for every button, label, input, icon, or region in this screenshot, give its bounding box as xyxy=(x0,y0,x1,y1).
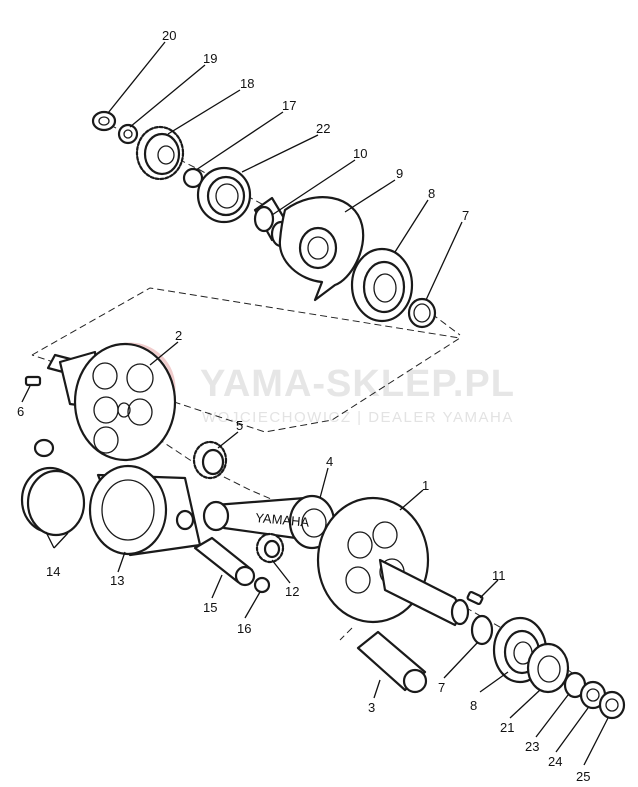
part-21-oil-seal xyxy=(526,642,570,694)
callout-5: 5 xyxy=(236,418,243,433)
pin-axis xyxy=(339,627,353,641)
callout-15: 15 xyxy=(203,600,217,615)
leader-lines xyxy=(21,41,609,766)
callout-labels: 20 19 18 17 22 10 9 8 7 2 6 5 4 1 14 13 … xyxy=(17,28,590,784)
callout-4: 4 xyxy=(326,454,333,469)
crankcase-outline xyxy=(31,287,462,433)
part-18-gear xyxy=(135,125,185,181)
part-22-oil-seal xyxy=(196,166,252,224)
callout-8-upper: 8 xyxy=(428,186,435,201)
callout-11: 11 xyxy=(492,568,506,583)
part-11-key xyxy=(466,590,484,606)
callout-1: 1 xyxy=(422,478,429,493)
part-19-washer xyxy=(117,123,139,145)
callout-23: 23 xyxy=(525,739,539,754)
callout-25: 25 xyxy=(576,769,590,784)
watermark-brand: YAMA-SKLEP.PL xyxy=(200,363,515,405)
part-8-bearing-upper xyxy=(350,247,414,323)
callout-21: 21 xyxy=(500,720,514,735)
watermark-tagline: WOJCIECHOWICZ | DEALER YAMAHA xyxy=(202,409,514,426)
part-25-nut xyxy=(598,690,626,720)
part-13-piston xyxy=(88,464,202,557)
callout-9: 9 xyxy=(396,166,403,181)
part-6-key xyxy=(24,375,42,387)
part-2-crank-half xyxy=(46,342,177,462)
callout-8-lower: 8 xyxy=(470,698,477,713)
upper-axis xyxy=(99,119,461,336)
callout-24: 24 xyxy=(548,754,562,769)
callout-20: 20 xyxy=(162,28,176,43)
rod-stamp: YAMAHA xyxy=(255,510,310,530)
callout-17: 17 xyxy=(282,98,296,113)
callout-12: 12 xyxy=(285,584,299,599)
callout-13: 13 xyxy=(110,573,124,588)
part-5-needle-bearing xyxy=(192,440,228,480)
part-16-pin-clip xyxy=(253,576,271,594)
part-15-piston-pin xyxy=(193,536,256,587)
part-1-crank-half xyxy=(316,496,470,627)
callout-19: 19 xyxy=(203,51,217,66)
callout-7-lower: 7 xyxy=(438,680,445,695)
part-3-crank-pin xyxy=(356,630,428,694)
part-7-circlip-upper xyxy=(407,297,437,329)
part-20-nut xyxy=(91,110,117,132)
callout-6: 6 xyxy=(17,404,24,419)
part-14-piston-rings xyxy=(20,438,86,537)
callout-3: 3 xyxy=(368,700,375,715)
callout-7-upper: 7 xyxy=(462,208,469,223)
callout-22: 22 xyxy=(316,121,330,136)
part-12-small-end-bearing xyxy=(255,532,285,564)
part-9-plate xyxy=(278,196,365,302)
callout-10: 10 xyxy=(353,146,367,161)
callout-18: 18 xyxy=(240,76,254,91)
part-7-circlip-lower xyxy=(470,614,494,646)
part-17-circlip xyxy=(182,167,204,189)
callout-16: 16 xyxy=(237,621,251,636)
callout-14: 14 xyxy=(46,564,60,579)
callout-2: 2 xyxy=(175,328,182,343)
